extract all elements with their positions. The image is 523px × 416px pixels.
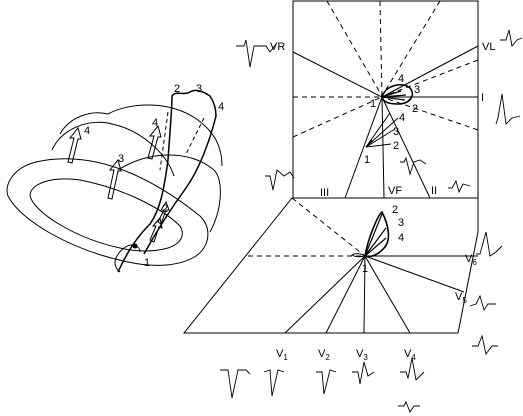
- frontal-plane-panel: [236, 0, 523, 199]
- heart-inner-wall: [29, 178, 183, 252]
- frontal-dashed-axes: [292, 0, 479, 138]
- frontal-projected-vectors: [365, 112, 399, 148]
- waveform-vf: [400, 156, 427, 176]
- frontal-loop-num-3: 3: [414, 84, 420, 96]
- waveform-v1: [220, 369, 251, 399]
- waveform-v2: [263, 369, 285, 397]
- heart-vector-num-3: 3: [118, 153, 124, 165]
- horizontal-loop-num-2: 2: [392, 204, 398, 216]
- horizontal-loop-num-3: 3: [398, 217, 404, 229]
- lead-label-v1: V1: [276, 348, 288, 362]
- heart-illustration: [6, 89, 223, 273]
- waveform-v5b: [472, 334, 498, 356]
- lead-label-ii: II: [431, 185, 437, 197]
- lead-label-i: I: [481, 92, 484, 104]
- heart-septum: [117, 154, 221, 233]
- horizontal-loop-num-1: 1: [362, 263, 368, 275]
- lead-label-iii: III: [320, 187, 329, 199]
- waveform-v3: [316, 369, 337, 395]
- waveform-ii: [448, 179, 471, 194]
- lead-label-v2: V2: [318, 348, 330, 362]
- horizontal-lead-axes: [284, 255, 478, 334]
- horizontal-loop-arrows: [364, 213, 387, 257]
- heart-dashed-segment-2: [185, 117, 205, 155]
- waveform-i: [495, 93, 521, 125]
- lead-label-vr: VR: [270, 41, 285, 53]
- heart-vector-num-2: 2: [162, 203, 168, 215]
- lead-label-vf: VF: [388, 185, 402, 197]
- labels-layer: VR VL I III VF II 1 2 3 4 1 2 3 4 1 2 3 …: [84, 41, 495, 362]
- heart-arrow-4b: [147, 124, 162, 160]
- horizontal-loop-num-4: 4: [398, 232, 404, 244]
- frontal-loop-num-1: 1: [370, 98, 376, 110]
- lead-label-vl: VL: [482, 41, 495, 53]
- lead-label-v5: V5: [455, 291, 467, 305]
- waveform-vr: [236, 39, 277, 68]
- frontal-loop-num-2: 2: [412, 103, 418, 115]
- horizontal-dashed-axes: [248, 197, 366, 257]
- lead-label-v4: V4: [404, 348, 416, 362]
- horizontal-loop-tail: [351, 253, 366, 258]
- heart-lower-lobe: [114, 244, 141, 273]
- waveform-iii: [265, 169, 295, 191]
- waveform-vl: [500, 29, 523, 48]
- lead-label-v6: V6: [465, 253, 477, 267]
- heart-arrow-4: [67, 126, 82, 164]
- heart-trace-num-2: 2: [174, 83, 180, 95]
- frontal-vector-num-1: 1: [364, 154, 370, 166]
- horizontal-plane-panel: [182, 197, 503, 413]
- waveform-v4b: [398, 400, 420, 413]
- lead-label-v3: V3: [356, 348, 368, 362]
- heart-trace-num-4: 4: [152, 117, 158, 129]
- frontal-plane-frame: [292, 0, 479, 199]
- heart-trace-num-3: 3: [196, 83, 202, 95]
- heart-apex-curve: [59, 112, 109, 135]
- heart-outer-wall: [6, 158, 209, 266]
- frontal-waveforms: [236, 29, 523, 194]
- horizontal-waveforms: [220, 231, 503, 413]
- heart-dashed-segment: [159, 111, 169, 171]
- heart-vector-num-4: 4: [84, 125, 90, 137]
- heart-trace-num-4b: 4: [218, 101, 224, 113]
- frontal-vector-num-3: 3: [393, 126, 399, 138]
- waveform-v3b: [352, 361, 375, 385]
- frontal-loop-arrows: [381, 90, 407, 101]
- heart-base-curve: [107, 104, 223, 167]
- heart-activation-trace: [117, 89, 217, 273]
- heart-origin-dot: [132, 243, 138, 249]
- heart-ventricle-cavity: [51, 121, 175, 177]
- frontal-loop-num-4: 4: [398, 73, 404, 85]
- heart-arrow-2: [157, 200, 170, 225]
- frontal-vector-num-4: 4: [399, 112, 405, 124]
- waveform-v6: [476, 231, 503, 257]
- waveform-v4: [400, 357, 425, 381]
- frontal-vector-loop: [381, 83, 414, 105]
- frontal-vector-num-2: 2: [393, 140, 399, 152]
- frontal-lead-axes: [292, 45, 479, 199]
- waveform-v5: [469, 294, 496, 312]
- heart-vector-num-1: 1: [144, 257, 150, 269]
- heart-vector-arrows: [67, 124, 170, 243]
- horizontal-vector-loop: [364, 210, 390, 258]
- horizontal-plane-frame: [182, 197, 479, 334]
- heart-arrow-3: [107, 158, 122, 200]
